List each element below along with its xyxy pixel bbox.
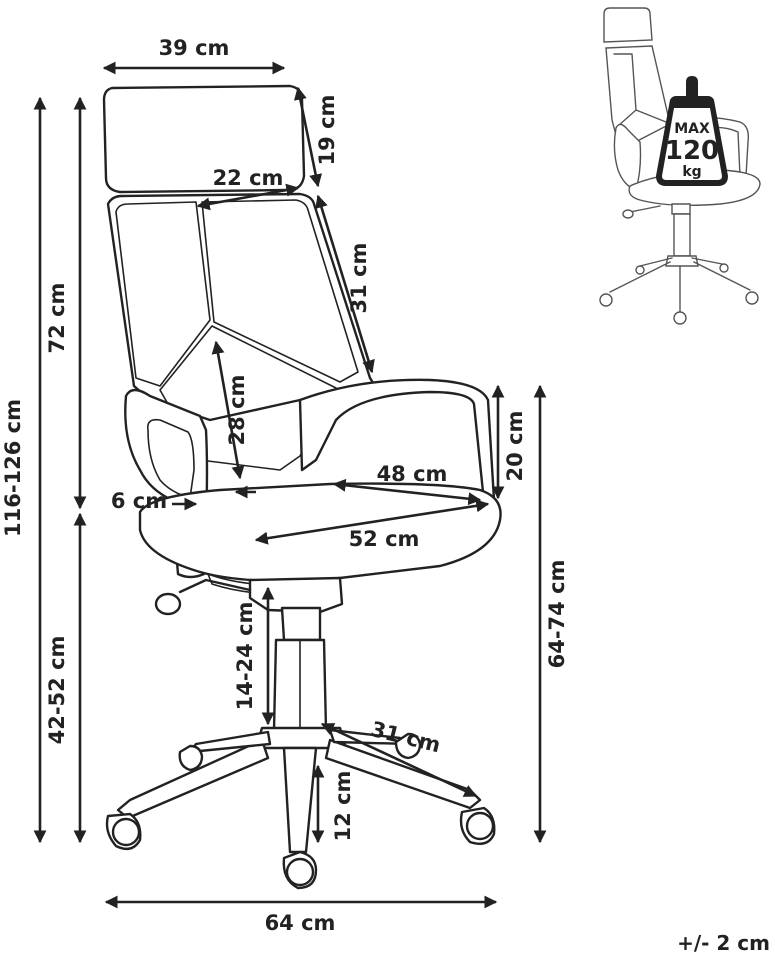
arrow-back-height <box>315 194 375 374</box>
base-leg-front <box>282 746 318 854</box>
lever-knob <box>154 592 182 616</box>
height-lever <box>178 578 252 594</box>
label-seat-height: 42-52 cm <box>45 636 69 745</box>
badge-unit-label: kg <box>682 164 701 180</box>
armrest-left-opening <box>146 418 195 499</box>
caster-left <box>105 812 142 851</box>
label-total-height: 116-126 cm <box>1 399 25 537</box>
label-headrest-height: 19 cm <box>315 95 339 166</box>
caster-right <box>459 806 496 845</box>
badge-max-label: MAX <box>674 121 710 137</box>
label-seat-width: 48 cm <box>377 462 448 486</box>
label-base-height: 12 cm <box>331 771 355 842</box>
caster-back-left <box>178 744 204 772</box>
label-base-width: 64 cm <box>265 911 336 935</box>
dimension-arrows <box>33 61 547 909</box>
label-back-width: 22 cm <box>213 166 284 190</box>
label-gas-lift: 14-24 cm <box>233 602 257 711</box>
label-armrest-height: 20 cm <box>503 411 527 482</box>
label-armrest-floor-height: 64-74 cm <box>545 560 569 669</box>
weight-badge-inner <box>662 108 722 180</box>
arrow-seat-width <box>332 478 482 506</box>
arrow-lumbar-height <box>211 340 245 480</box>
label-armrest-width: 6 cm <box>111 489 167 513</box>
arrow-seat-depth <box>254 499 490 545</box>
arrow-leg-length <box>320 722 478 798</box>
weight-badge: MAX 120 kg <box>656 76 728 186</box>
cylinder-upper <box>280 606 322 642</box>
label-lumbar-height: 28 cm <box>225 375 249 446</box>
badge-weight-value: 120 <box>665 136 719 166</box>
arrow-back-width <box>196 183 300 211</box>
label-backrest-height: 72 cm <box>45 283 69 354</box>
dimension-labels: 39 cm 19 cm 22 cm 31 cm 116-126 cm 72 cm… <box>1 36 569 935</box>
backrest-panel-left <box>115 201 211 387</box>
label-seat-depth: 52 cm <box>349 527 420 551</box>
seat <box>138 482 502 583</box>
tolerance-note: +/- 2 cm <box>677 931 770 955</box>
chair-drawing <box>102 84 502 890</box>
arrow-headrest-height <box>293 86 323 188</box>
label-headrest-width: 39 cm <box>159 36 230 60</box>
caster-front <box>282 850 318 890</box>
label-back-height: 31 cm <box>347 243 371 314</box>
